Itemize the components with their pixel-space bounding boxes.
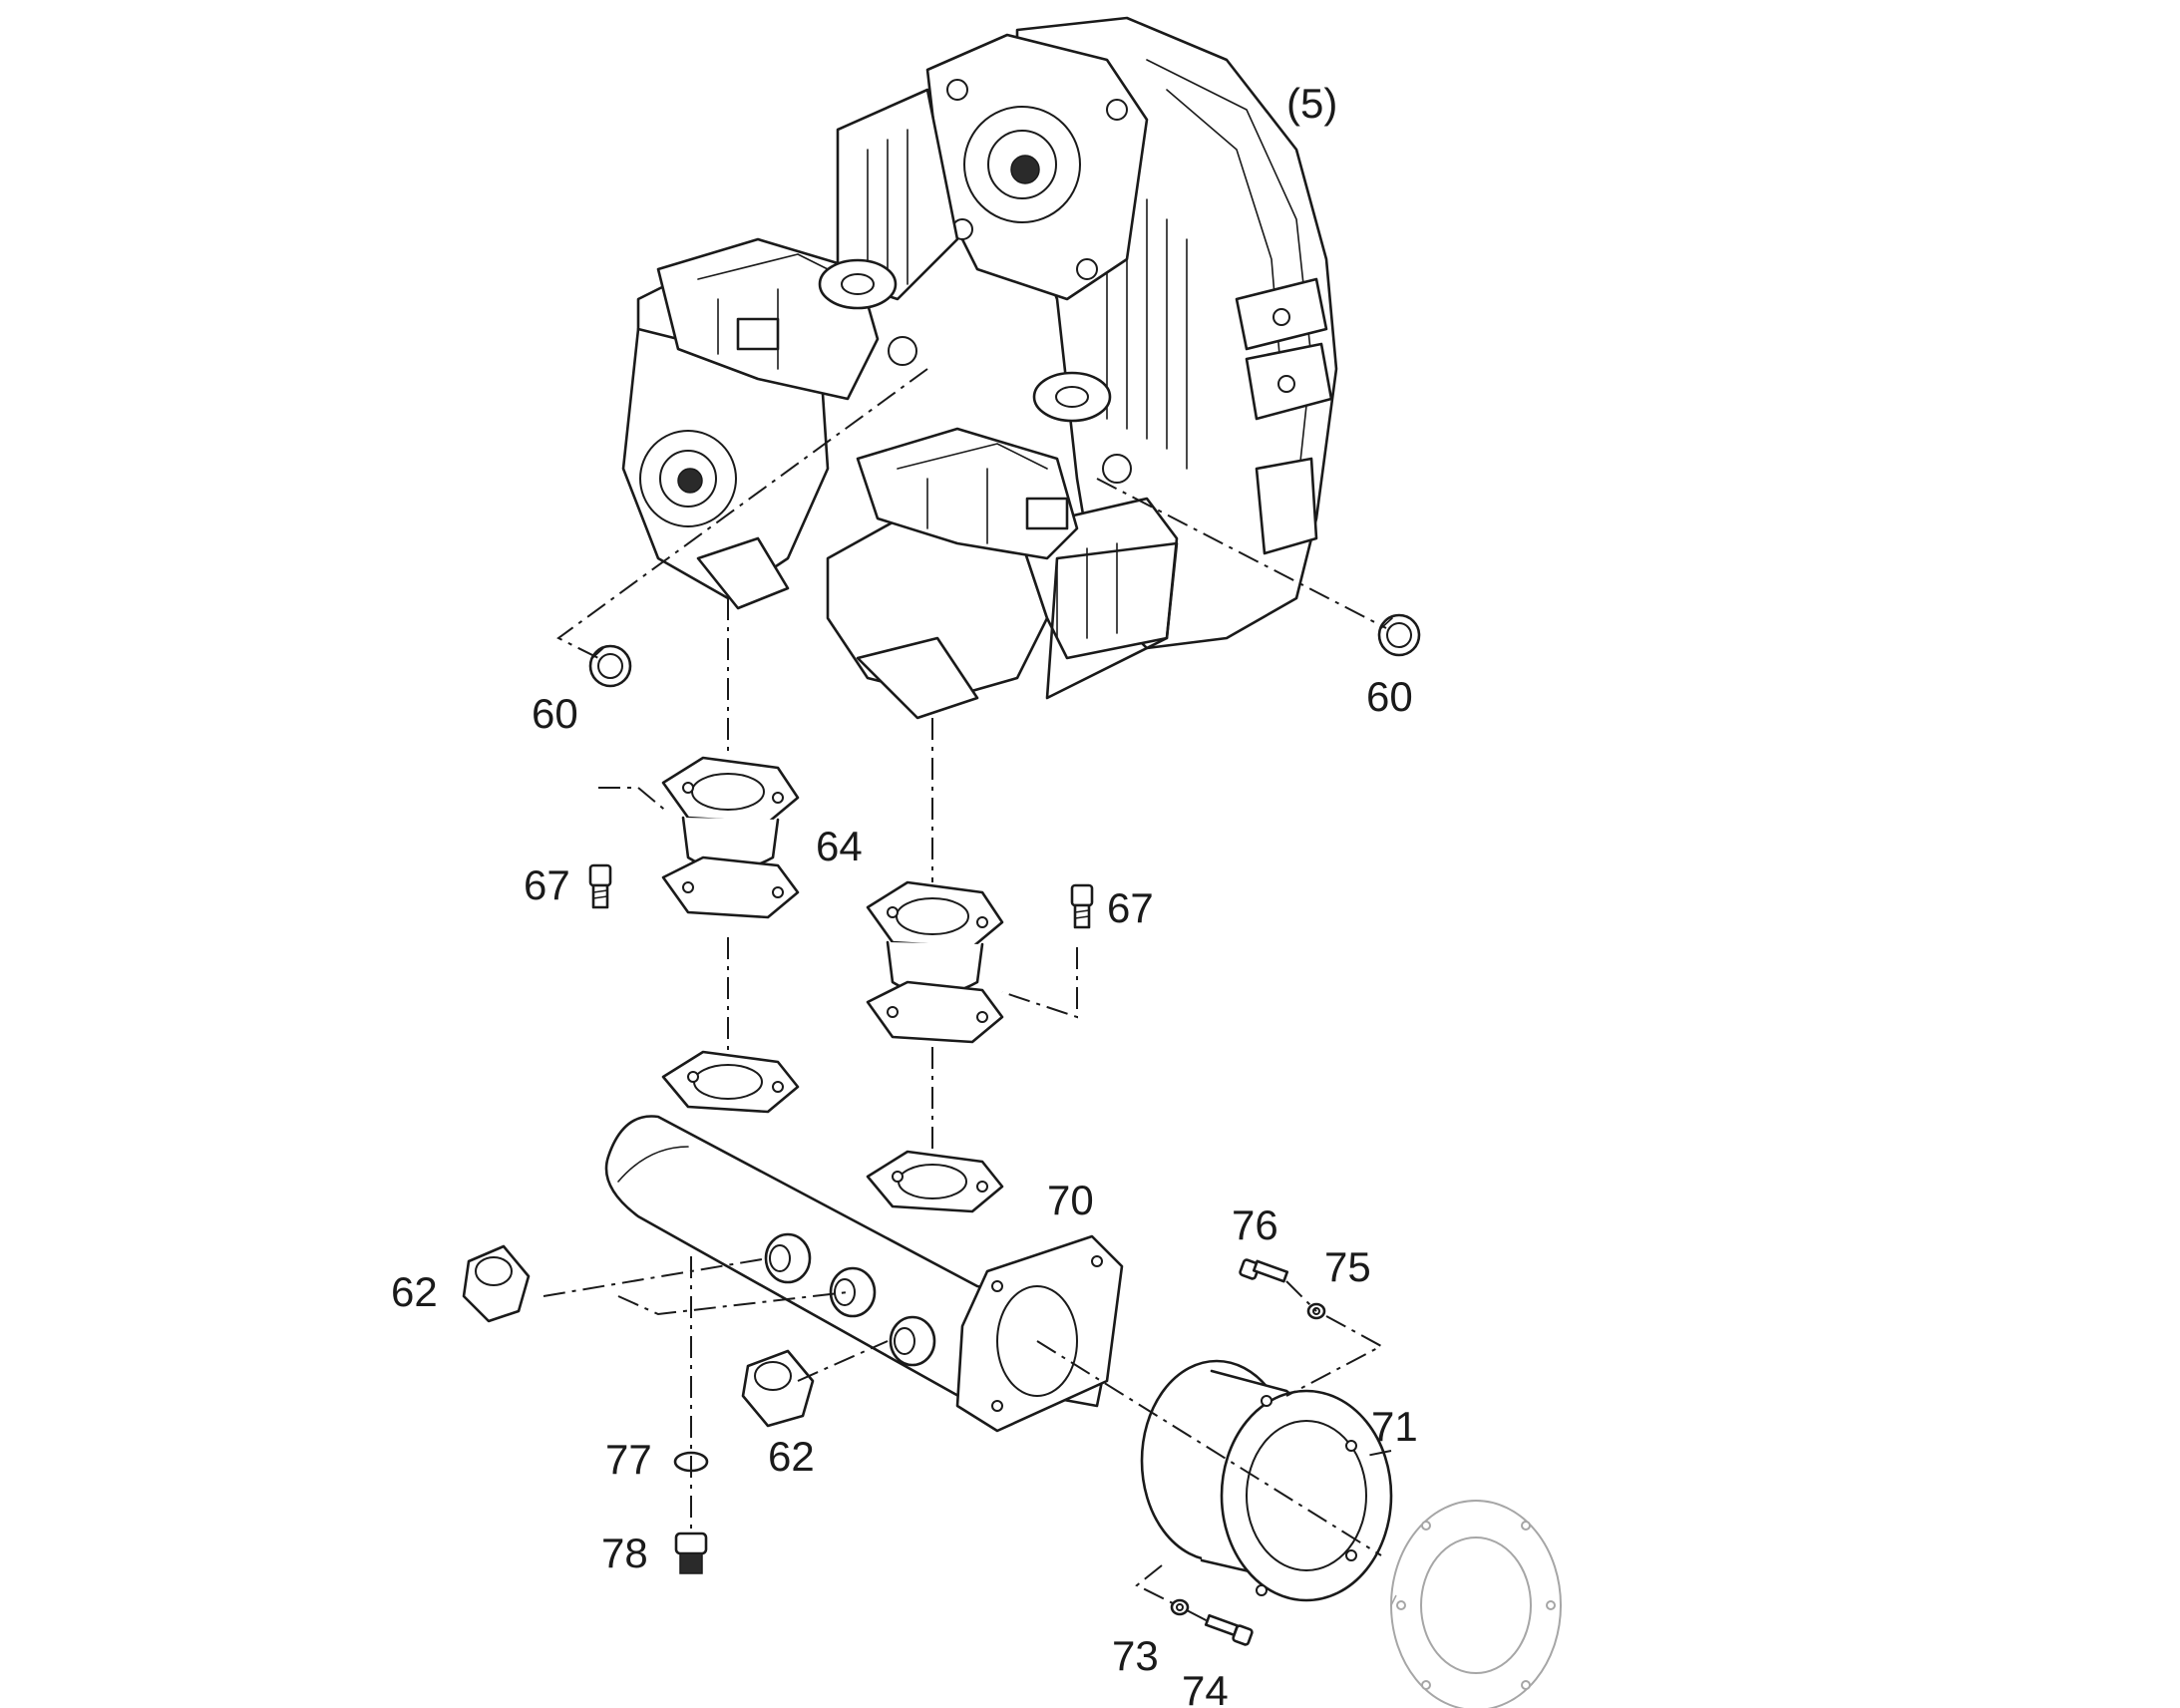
label-hose-pipe: 71 [1371, 1403, 1418, 1450]
label-assembly-ref: (5) [1286, 80, 1337, 127]
label-manifold: 70 [1047, 1177, 1094, 1223]
screw-left[interactable] [588, 863, 612, 909]
label-plug-right: 60 [1366, 673, 1413, 720]
label-drain-plug: 78 [601, 1530, 648, 1576]
manifold-pipe[interactable] [604, 1050, 1124, 1433]
label-bolt-upper: 76 [1232, 1201, 1278, 1248]
drain-plug[interactable] [674, 1532, 708, 1574]
label-o-ring: 77 [605, 1436, 652, 1483]
bolt-lower[interactable] [1204, 1613, 1254, 1646]
label-washer-lower: 73 [1112, 1632, 1159, 1679]
label-screw-left: 67 [524, 861, 570, 908]
label-flange-left: 64 [816, 823, 863, 869]
washer-lower[interactable] [1170, 1598, 1190, 1616]
label-bolt-lower: 74 [1182, 1667, 1229, 1708]
label-fitting-lower: 62 [768, 1433, 815, 1480]
label-screw-right: 67 [1107, 884, 1154, 931]
fitting-lower[interactable] [741, 1349, 815, 1428]
flange-adapter-right[interactable] [866, 880, 1004, 1044]
hose-pipe[interactable] [1140, 1359, 1393, 1602]
bolt-upper[interactable] [1239, 1258, 1289, 1283]
plug-left[interactable] [588, 644, 632, 688]
ghost-flange [1390, 1500, 1562, 1708]
label-plug-left: 60 [532, 690, 578, 737]
label-washer-upper: 75 [1324, 1243, 1371, 1290]
screw-right[interactable] [1070, 883, 1094, 929]
plug-right[interactable] [1377, 613, 1421, 657]
label-fitting-upper: 62 [391, 1268, 438, 1315]
hydraulic-pump-right[interactable] [826, 371, 1179, 720]
leader-lines [543, 368, 1392, 1624]
fitting-upper[interactable] [462, 1244, 531, 1323]
flange-adapter-left[interactable] [661, 756, 800, 919]
hydraulic-pump-left[interactable] [621, 237, 917, 610]
transmission-housing[interactable] [836, 16, 1338, 650]
